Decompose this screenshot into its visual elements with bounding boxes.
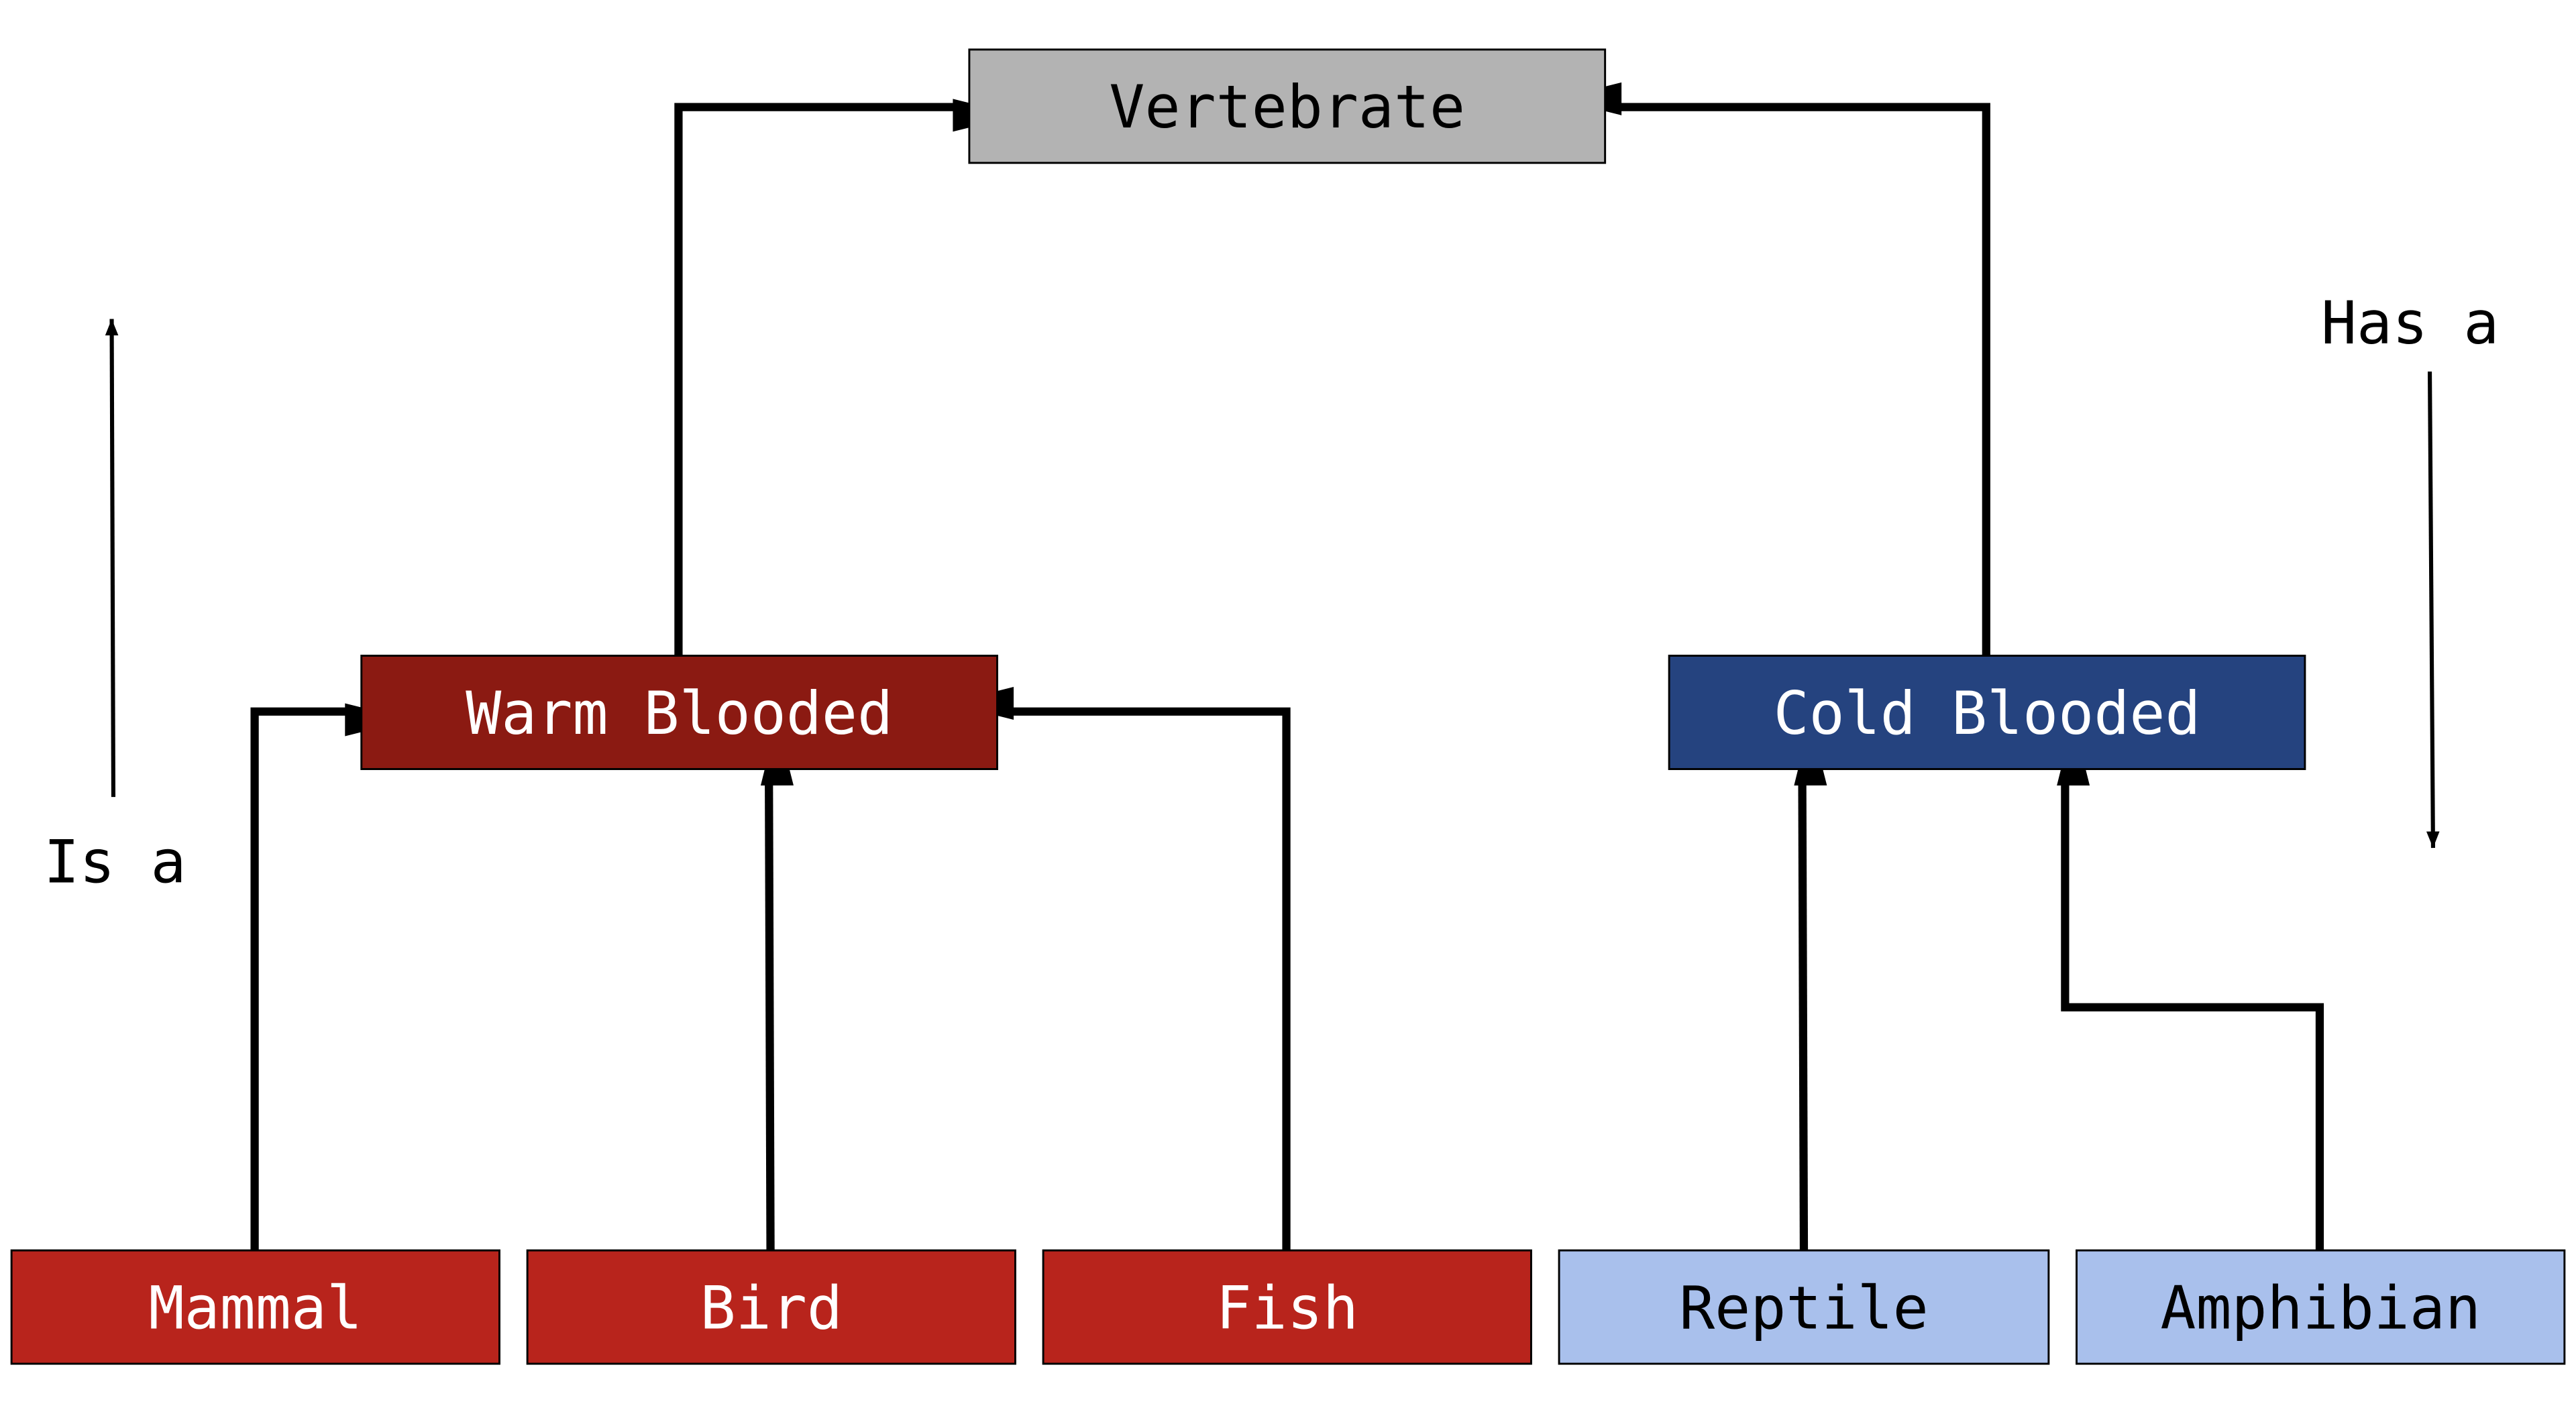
node-box: [1668, 655, 2306, 770]
node-label: Amphibian: [2160, 1273, 2481, 1342]
node-box: [1042, 1249, 1532, 1365]
edge-cold-to-vertebrate: [1556, 82, 1990, 656]
node-box: [1558, 1249, 2050, 1365]
edge-mammal-to-warm: [250, 703, 411, 1251]
edge-warm-to-vertebrate: [674, 99, 1019, 656]
node-label: Fish: [1216, 1273, 1358, 1342]
edge-amphibian-to-cold: [2057, 720, 2324, 1251]
node-box: [968, 48, 1607, 164]
has-a-label: Has a: [2321, 288, 2499, 358]
node-label: Bird: [700, 1273, 843, 1342]
edge-bird-to-warm: [760, 719, 794, 1251]
node-label: Vertebrate: [1109, 72, 1465, 142]
node-box: [526, 1249, 1016, 1365]
node-amphibian: Amphibian: [2076, 1249, 2566, 1365]
node-label: Mammal: [149, 1273, 362, 1342]
edge-fish-to-warm: [948, 687, 1291, 1251]
edges: [250, 82, 2324, 1251]
node-box: [2076, 1249, 2566, 1365]
node-warm: Warm Blooded: [360, 655, 998, 770]
node-fish: Fish: [1042, 1249, 1532, 1365]
node-label: Cold Blooded: [1774, 679, 2201, 748]
edge-reptile-to-cold: [1794, 719, 1827, 1251]
node-mammal: Mammal: [10, 1249, 500, 1365]
node-cold: Cold Blooded: [1668, 655, 2306, 770]
node-box: [10, 1249, 500, 1365]
has-a-arrow: [2426, 371, 2440, 849]
node-reptile: Reptile: [1558, 1249, 2050, 1365]
node-box: [360, 655, 998, 770]
is-a-label: Is a: [44, 827, 186, 896]
node-vertebrate: Vertebrate: [968, 48, 1607, 164]
node-label: Reptile: [1679, 1273, 1929, 1342]
is-a-arrow: [105, 319, 119, 798]
node-label: Warm Blooded: [466, 679, 893, 748]
node-bird: Bird: [526, 1249, 1016, 1365]
